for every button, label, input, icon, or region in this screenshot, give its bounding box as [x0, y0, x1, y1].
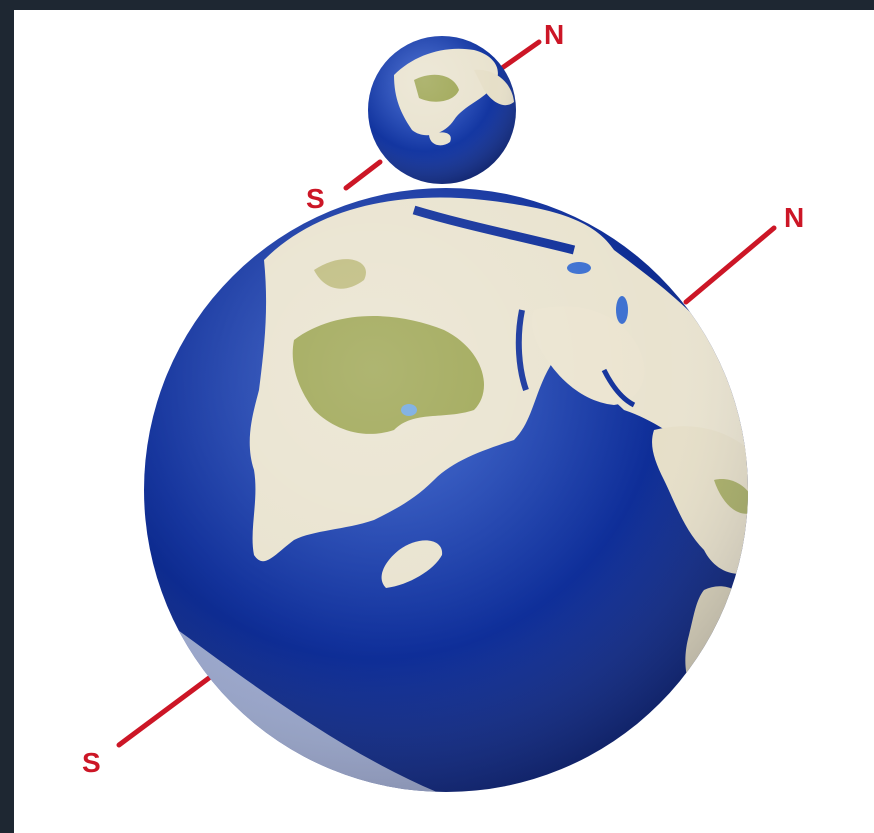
large-globe-south-label: S: [82, 747, 101, 778]
large-axis-line: [116, 225, 777, 748]
small-globe: [368, 36, 516, 184]
diagram-canvas: N S N S: [14, 10, 874, 833]
large-globe-north-label: N: [784, 202, 804, 233]
large-globe: [144, 188, 748, 792]
earth-axis-diagram: N S N S: [82, 19, 804, 792]
small-axis-line: [343, 39, 542, 191]
small-globe-north-label: N: [544, 19, 564, 50]
small-globe-south-label: S: [306, 183, 325, 214]
